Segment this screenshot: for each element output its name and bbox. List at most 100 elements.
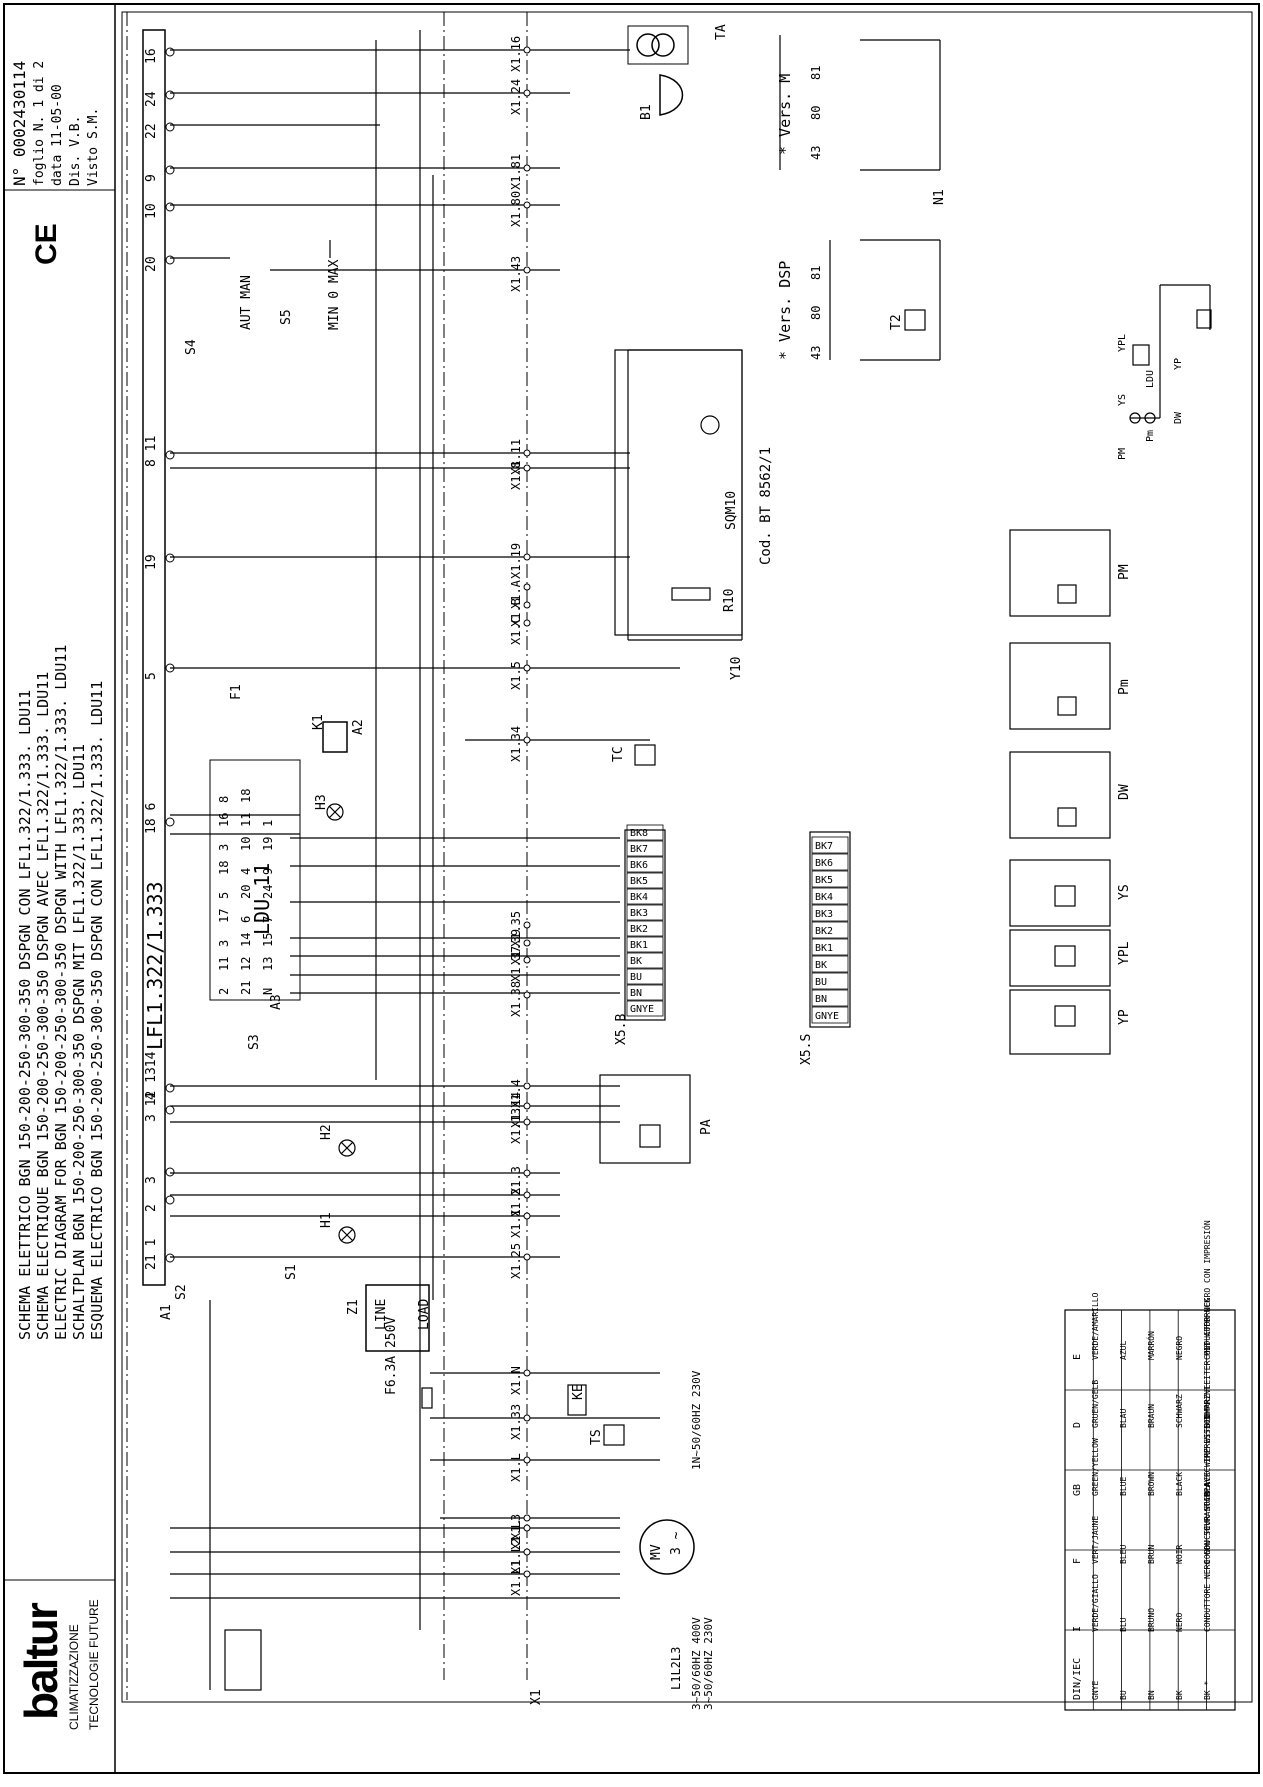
gas-train-label: YPL [1117,334,1128,352]
ldu-terminal-number: 6 [239,916,253,923]
thermostat-tc [634,744,656,766]
x5s-pin [811,989,849,1007]
component-label-x5b: X5.B [614,1014,629,1045]
ldu-terminal-number: 11 [217,957,231,971]
gas-train-schematic [1129,284,1212,424]
x1-terminal-label: X1.25 [509,1243,523,1279]
version-m-terminal: 43 [809,146,823,160]
component-label-k1: K1 [311,714,326,730]
ldu-terminal-number: 20 [239,885,253,899]
x1-terminal [523,939,531,947]
header-it: SCHEMA ELETTRICO BGN 150-200-250-300-350… [16,689,34,1340]
lamp-h3 [326,803,344,821]
a1-terminal [165,90,175,100]
x1-terminal-label: X1.B [509,598,523,627]
version-m-terminal: 80 [809,106,823,120]
legend-cell: BU [1119,1690,1128,1700]
x1-terminal [523,956,531,964]
x1-terminal-label: X1.39 [509,929,523,965]
x1-terminal [523,1369,531,1377]
gas-pressure-switch-dw [1009,751,1111,839]
x1-terminal [523,583,531,591]
x1-terminal-label: X1.35 [509,911,523,947]
legend-cell: AZUL [1119,1341,1128,1360]
lamp-h2 [338,1139,356,1157]
legend-cell: GRUEN/GELB [1091,1380,1100,1428]
version-dsp-label: * Vers. DSP [776,261,794,360]
legend-cell: SCHWARZ LEITER MIT AUFDRUCK [1203,1298,1212,1428]
a1-terminal-label: 22 [144,123,159,139]
thermostat-t2 [904,309,926,331]
a1-terminal-label: 8 11 [144,436,159,467]
x1-terminal-label: X1.33 [509,1404,523,1440]
x5b-pin [626,856,664,873]
ce-mark: CE [30,223,63,265]
legend-header: DIN/IEC [1072,1658,1083,1700]
x1-terminal [523,553,531,561]
x1-terminal [523,619,531,627]
component-label-s1: S1 [284,1264,299,1280]
component-label-h3: H3 [314,794,329,810]
diagram-frame [121,11,1253,1703]
component-label-yp: YP [1117,1009,1132,1025]
version-dsp-switch [829,239,941,361]
x1-terminal [523,1253,531,1261]
component-label-h2: H2 [319,1124,334,1140]
x1-terminal-label: X1.L1 [509,1560,523,1596]
ldu-terminal-number: 19 [261,837,275,851]
x1-terminal [523,1191,531,1199]
ldu-terminal-number: 3 [217,844,231,851]
legend-cell: GNYE [1091,1681,1100,1700]
legend-cell: NEGRO [1175,1336,1184,1360]
component-label-pm: Pm [1117,679,1132,695]
legend-cell: CONDUCTEUR NOIR AVEC IMPRESSION [1203,1415,1212,1564]
ldu-terminal-number: 15 [261,933,275,947]
legend-cell: NERO [1175,1613,1184,1632]
x1-terminal [523,464,531,472]
gas-train-label: YS [1117,394,1128,406]
x1-terminal [523,266,531,274]
x5s-wire-label: BK2 [815,926,833,937]
x5s-wire-label: BU [815,977,827,988]
ldu-terminal-number: 18 [217,861,231,875]
motor-mv [639,1519,695,1575]
x5s-pin [811,921,849,939]
ldu-terminal-number: 2 [217,988,231,995]
a1-terminal [165,1253,175,1263]
legend-cell: VERDE/GIALLO [1091,1574,1100,1632]
x5b-wire-label: BK3 [630,908,648,919]
x1-terminal-label: X1.81 [509,154,523,190]
controller-a1-box [142,29,166,1286]
x5b-pin [626,968,664,985]
x5s-pin [811,887,849,905]
a1-terminal-label: 3 12 1314 [144,1051,159,1122]
controller-label: LFL1.322/1.333 [143,881,167,1050]
legend-cell: SCHWARZ [1175,1394,1184,1428]
solenoid-valve-ys [1009,859,1111,927]
a1-terminal-label: 24 [144,91,159,107]
legend-cell: BLACK WIRE WITH IMPRINT [1203,1385,1212,1496]
relay-ke [567,1384,587,1416]
version-m-switch [779,35,941,171]
legend-header: F [1072,1558,1083,1564]
x1-terminal [523,1102,531,1110]
a1-terminal-label: 3 [144,1176,159,1184]
component-label-aut_man: AUT MAN [239,275,254,330]
version-dsp-terminal: 80 [809,306,823,320]
component-label-mv_phase: 3 ~ [669,1531,684,1555]
x5b-pin [626,920,664,937]
component-label-n1: N1 [932,189,947,205]
ldu-terminal-number: 11 [239,813,253,827]
ldu-terminal-number: 16 [217,813,231,827]
x1-terminal-label: X1.3 [509,1166,523,1195]
component-label-s5: S5 [279,309,294,325]
legend-cell: BLACK [1175,1472,1184,1496]
x1-terminal [523,1548,531,1556]
x1-terminal-label: X1.16 [509,36,523,72]
a1-terminal [165,1167,175,1177]
legend-header: E [1072,1354,1083,1360]
x5s-pin [811,955,849,973]
legend-cell: BLUE [1119,1477,1128,1496]
x5s-wire-label: BK [815,960,827,971]
